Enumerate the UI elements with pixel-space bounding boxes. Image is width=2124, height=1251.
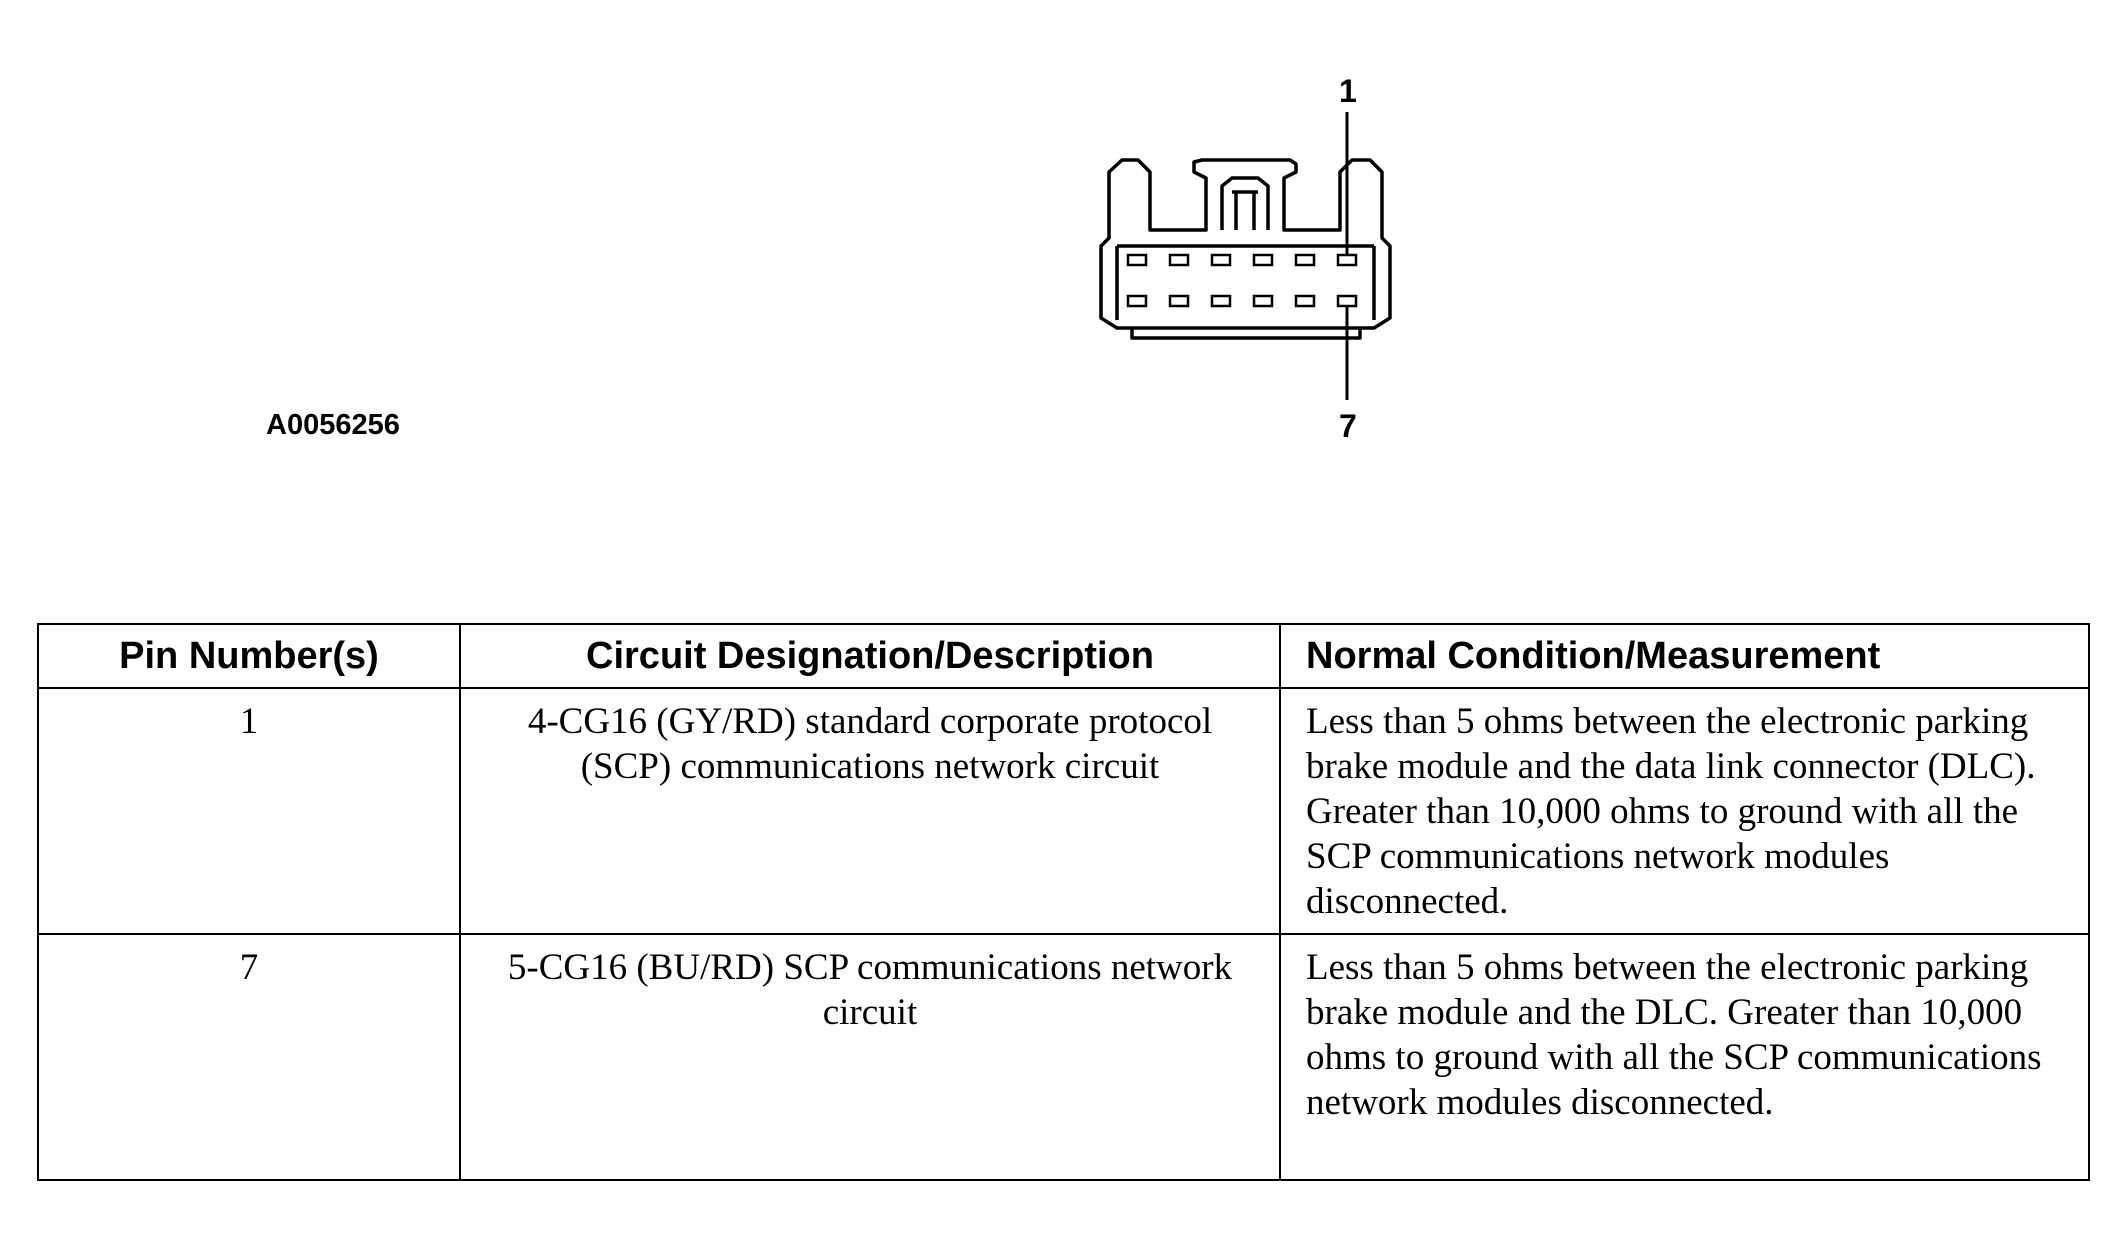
- connector-latch: [1220, 176, 1270, 230]
- pin-cavity: [1210, 253, 1232, 267]
- pin-cavity: [1336, 253, 1358, 267]
- connector-bottom-lip: [1130, 328, 1362, 340]
- connector-housing-outline: [1099, 158, 1392, 330]
- pin-table: Pin Number(s) Circuit Designation/Descri…: [37, 623, 2090, 1181]
- pin-7-label: 7: [1339, 408, 1357, 444]
- pin-cavity: [1294, 294, 1316, 308]
- pin-number-cell: 1: [37, 687, 461, 935]
- pin-cavity: [1168, 253, 1190, 267]
- circuit-cell: 4-CG16 (GY/RD) standard corporate protoc…: [459, 687, 1281, 935]
- condition-cell: Less than 5 ohms between the electronic …: [1279, 687, 2090, 935]
- header-circuit-designation: Circuit Designation/Description: [459, 623, 1281, 689]
- pin-cavity: [1168, 294, 1190, 308]
- pin-cavity: [1126, 294, 1148, 308]
- pin-1-label: 1: [1339, 73, 1357, 109]
- pin-cavity: [1210, 294, 1232, 308]
- pin-cavity: [1126, 253, 1148, 267]
- figure-id: A0056256: [266, 409, 400, 441]
- pin-cavity: [1252, 253, 1274, 267]
- pin-cavity: [1252, 294, 1274, 308]
- table-row: 1 4-CG16 (GY/RD) standard corporate prot…: [37, 687, 2090, 935]
- header-normal-condition: Normal Condition/Measurement: [1279, 623, 2090, 689]
- pin-cavity: [1336, 294, 1358, 308]
- pin-number-cell: 7: [37, 933, 461, 1181]
- circuit-cell: 5-CG16 (BU/RD) SCP communications networ…: [459, 933, 1281, 1181]
- connector-diagram: [1099, 112, 1392, 400]
- table-header-row: Pin Number(s) Circuit Designation/Descri…: [37, 623, 2090, 689]
- pin-cavity: [1294, 253, 1316, 267]
- condition-cell: Less than 5 ohms between the electronic …: [1279, 933, 2090, 1181]
- table-row: 7 5-CG16 (BU/RD) SCP communications netw…: [37, 933, 2090, 1181]
- connector-inner-wall: [1115, 244, 1376, 320]
- header-pin-number: Pin Number(s): [37, 623, 461, 689]
